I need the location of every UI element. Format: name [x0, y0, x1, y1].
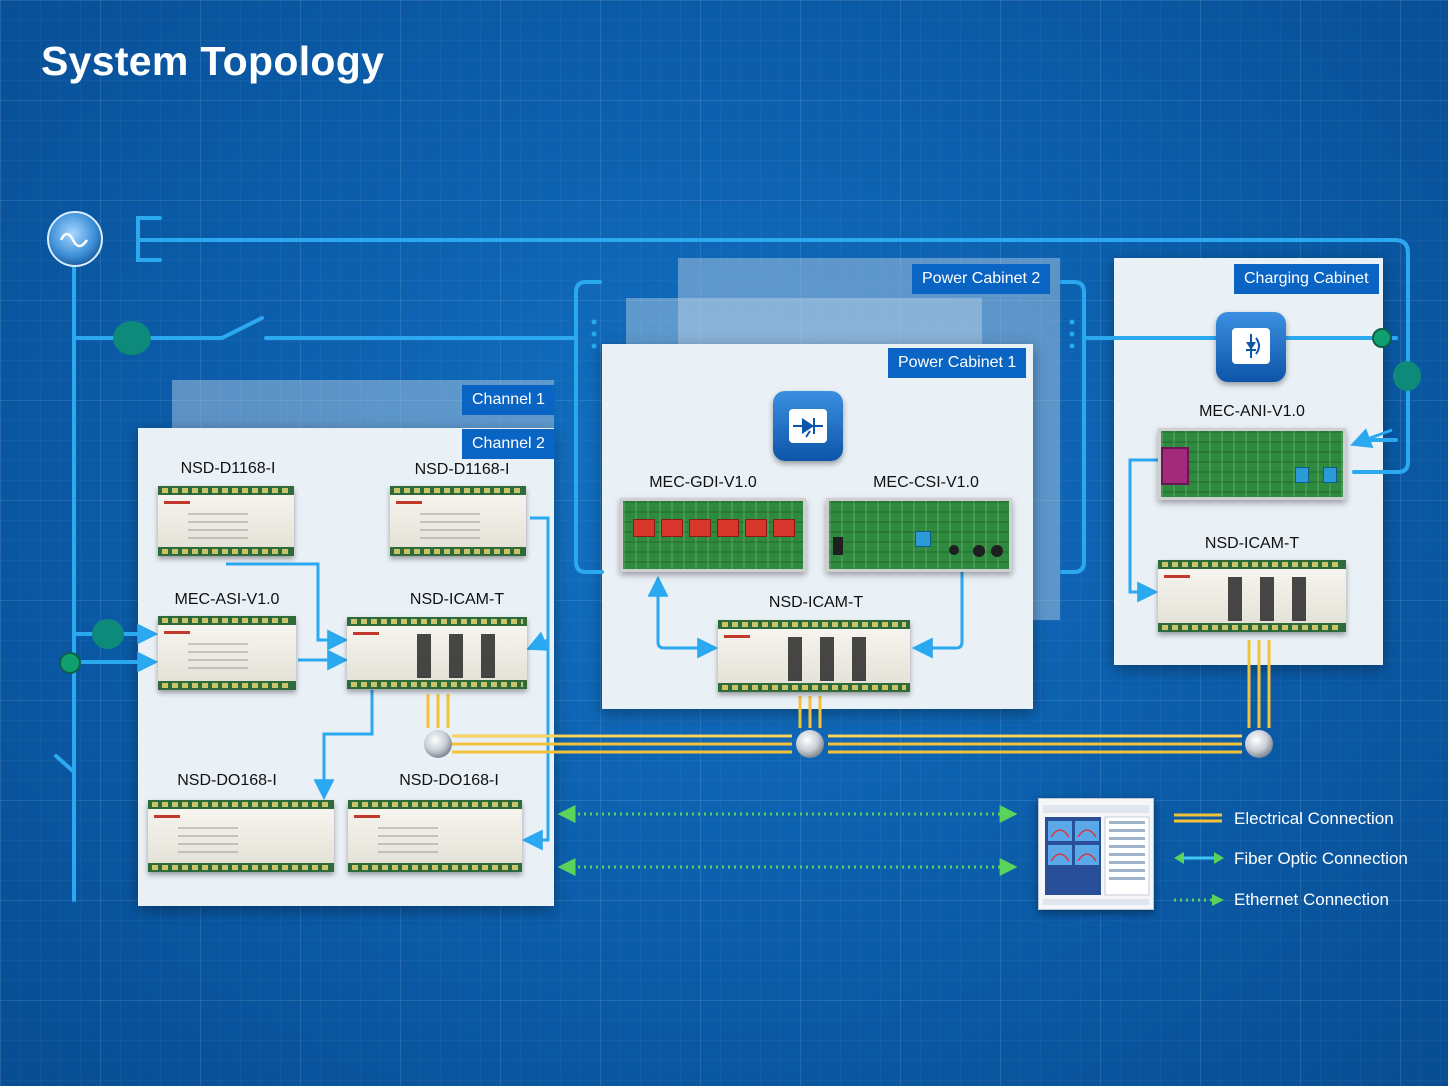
- module-ch-asi: [158, 616, 296, 690]
- page-title: System Topology: [41, 38, 385, 84]
- board-cc-ani: [1158, 428, 1346, 500]
- module-ch-d1168-right: [390, 486, 526, 556]
- module-ch-do168-right: [348, 800, 522, 872]
- module-ch-icam: [347, 617, 527, 689]
- label-ch-icam: NSD-ICAM-T: [409, 591, 505, 608]
- sine-wave-icon: [47, 211, 103, 267]
- legend-electrical: Electrical Connection: [1234, 809, 1394, 828]
- connector-hub-charging: [1245, 730, 1273, 758]
- tag-channel-1: Channel 1: [462, 385, 555, 415]
- rectifier-icon: [1216, 312, 1286, 382]
- tag-power-cabinet-1: Power Cabinet 1: [888, 348, 1027, 378]
- tag-charging-cabinet: Charging Cabinet: [1234, 264, 1379, 294]
- module-cc-icam: [1158, 560, 1346, 632]
- label-pc-gdi: MEC-GDI-V1.0: [649, 474, 757, 491]
- board-pc-gdi: [620, 498, 806, 572]
- label-ch-asi: MEC-ASI-V1.0: [174, 591, 280, 608]
- label-ch-do168-right: NSD-DO168-I: [399, 772, 499, 789]
- module-pc-icam: [718, 620, 910, 692]
- board-pc-csi: [826, 498, 1012, 572]
- tag-channel-2: Channel 2: [462, 429, 555, 459]
- module-ch-do168-left: [148, 800, 334, 872]
- connector-hub-channel: [424, 730, 452, 758]
- module-ch-d1168-left: [158, 486, 294, 556]
- label-cc-ani: MEC-ANI-V1.0: [1199, 403, 1305, 420]
- label-pc-icam: NSD-ICAM-T: [768, 594, 864, 611]
- thyristor-icon: [773, 391, 843, 461]
- label-ch-d1168-left: NSD-D1168-I: [180, 460, 276, 477]
- label-pc-csi: MEC-CSI-V1.0: [873, 474, 979, 491]
- tag-power-cabinet-2: Power Cabinet 2: [912, 264, 1051, 294]
- legend-fiber: Fiber Optic Connection: [1234, 849, 1408, 868]
- label-ch-do168-left: NSD-DO168-I: [177, 772, 277, 789]
- legend-ethernet: Ethernet Connection: [1234, 890, 1389, 909]
- connector-hub-power: [796, 730, 824, 758]
- label-ch-d1168-right: NSD-D1168-I: [414, 461, 510, 478]
- monitoring-workstation-screen: [1038, 798, 1154, 910]
- label-cc-icam: NSD-ICAM-T: [1204, 535, 1300, 552]
- power-cabinet-mid-backplate: [626, 298, 982, 348]
